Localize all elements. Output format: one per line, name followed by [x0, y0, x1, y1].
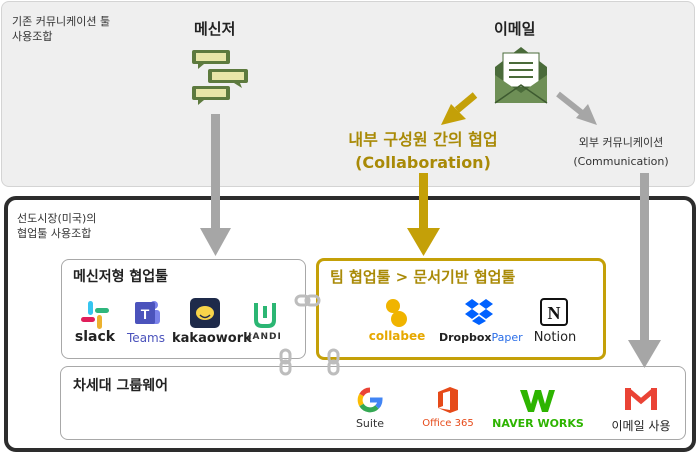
chain-link-icon — [327, 348, 340, 376]
groupware-box — [60, 366, 686, 440]
legacy-label: 기존 커뮤니케이션 툴 사용조합 — [12, 15, 111, 43]
jandi-logo-icon — [254, 303, 276, 328]
collabee-label: collabee — [368, 329, 426, 343]
legacy-tools-panel — [1, 1, 695, 187]
svg-text:N: N — [548, 303, 561, 323]
chain-link-icon — [279, 348, 292, 376]
gmail-logo-icon — [625, 388, 657, 410]
groupware-box-title: 차세대 그룹웨어 — [73, 378, 169, 394]
internal-collaboration-label: 내부 구성원 간의 협업 (Collaboration) — [348, 130, 498, 172]
messenger-title: 메신저 — [194, 20, 236, 38]
svg-text:T: T — [141, 306, 150, 322]
chain-link-icon — [294, 294, 321, 307]
kakaowork-label: kakaowork — [172, 331, 252, 346]
slack-label: slack — [74, 329, 116, 345]
email-title: 이메일 — [494, 20, 536, 38]
dropbox-paper-label: DropboxPaper — [439, 331, 523, 344]
collabee-logo-icon — [386, 299, 407, 327]
external-arrow — [556, 91, 597, 125]
office365-logo-icon — [438, 387, 458, 413]
email-down-arrow — [628, 173, 661, 368]
teams-logo-icon: T — [135, 301, 160, 324]
notion-logo-icon: N — [540, 298, 568, 326]
google-logo-icon — [357, 387, 383, 413]
google-suite-label: Suite — [355, 417, 385, 430]
office365-label: Office 365 — [422, 418, 474, 429]
leading-market-label: 선도시장(미국)의 협업툴 사용조합 — [17, 212, 97, 240]
notion-label: Notion — [533, 330, 577, 345]
chat-bubbles-icon — [192, 50, 248, 105]
teams-label: Teams — [127, 331, 165, 345]
messenger-box-title: 메신저형 협업툴 — [73, 269, 169, 285]
external-communication-label: 외부 커뮤니케이션 (Communication) — [573, 136, 669, 168]
messenger-arrow — [200, 114, 231, 256]
jandi-label: JANDI — [248, 332, 282, 342]
email-usage-label: 이메일 사용 — [611, 419, 671, 433]
slack-logo-icon — [81, 301, 109, 329]
dropbox-paper-logo-icon — [465, 299, 493, 325]
naver-works-logo-icon — [520, 390, 555, 412]
team-box-title: 팀 협업툴 > 문서기반 협업툴 — [330, 268, 516, 286]
email-envelope-icon — [494, 47, 548, 104]
internal-arrow — [441, 92, 478, 125]
naver-works-label: NAVER WORKS — [492, 417, 584, 430]
kakaowork-logo-icon — [190, 298, 220, 328]
internal-down-arrow — [407, 173, 440, 256]
